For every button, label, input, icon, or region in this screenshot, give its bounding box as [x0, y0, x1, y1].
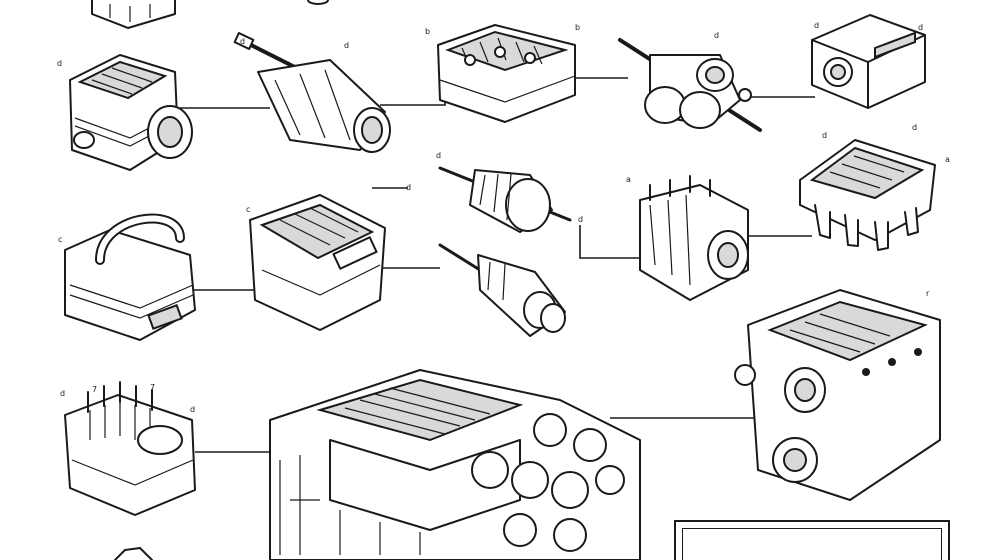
- part-small-injector-block: [64, 381, 196, 516]
- callout-label: d: [918, 23, 923, 32]
- callout-label: b: [575, 23, 580, 32]
- partial-part-bottom-left: [114, 547, 153, 560]
- callout-label: d: [436, 151, 441, 160]
- leader-lines: [180, 77, 815, 453]
- callout-label: 7: [150, 383, 155, 392]
- part-finned-cover: [799, 139, 936, 251]
- leader-line-2: [380, 95, 446, 106]
- callout-label: d: [190, 405, 195, 414]
- callout-label: d: [240, 37, 245, 46]
- callout-label: d: [714, 31, 719, 40]
- leader-line-7: [579, 225, 640, 259]
- callout-label: d: [406, 183, 411, 192]
- callout-label: d: [57, 59, 62, 68]
- callout-label: c: [58, 235, 62, 244]
- part-block-with-u-pipe: [64, 213, 196, 341]
- callout-label: d: [344, 41, 349, 50]
- callout-label: c: [246, 205, 250, 214]
- part-injector-block: [639, 175, 749, 301]
- part-rectangular-connector: [811, 14, 926, 109]
- part-housing-round-port: [69, 54, 193, 171]
- callout-label: d: [814, 21, 819, 30]
- callout-label: 7: [92, 385, 97, 394]
- callout-label: d: [60, 389, 65, 398]
- title-block-inner-border: [682, 528, 942, 560]
- part-cylinder-head-top: [437, 24, 576, 123]
- part-valve-cover-block: [734, 289, 941, 501]
- callout-label: r: [926, 289, 930, 298]
- callout-label: b: [425, 27, 430, 36]
- callout-label: a: [626, 175, 631, 184]
- part-double-roller-actuator: [618, 38, 762, 132]
- partial-housing-top-left: [91, 0, 329, 29]
- callout-label: d: [822, 131, 827, 140]
- callout-labels: d d d b b d d d d d d a a c d c d r d d …: [57, 21, 950, 414]
- part-intake-plenum: [249, 194, 386, 331]
- callout-label: d: [912, 123, 917, 132]
- callout-label: d: [578, 215, 583, 224]
- callout-label: a: [945, 155, 950, 164]
- part-double-bore-connector: [438, 243, 566, 337]
- part-shaft-sleeve-assembly: [233, 32, 391, 153]
- title-block-frame: [674, 520, 950, 560]
- main-engine-assembly: [269, 369, 641, 560]
- part-solenoid-cylinder: [438, 166, 572, 233]
